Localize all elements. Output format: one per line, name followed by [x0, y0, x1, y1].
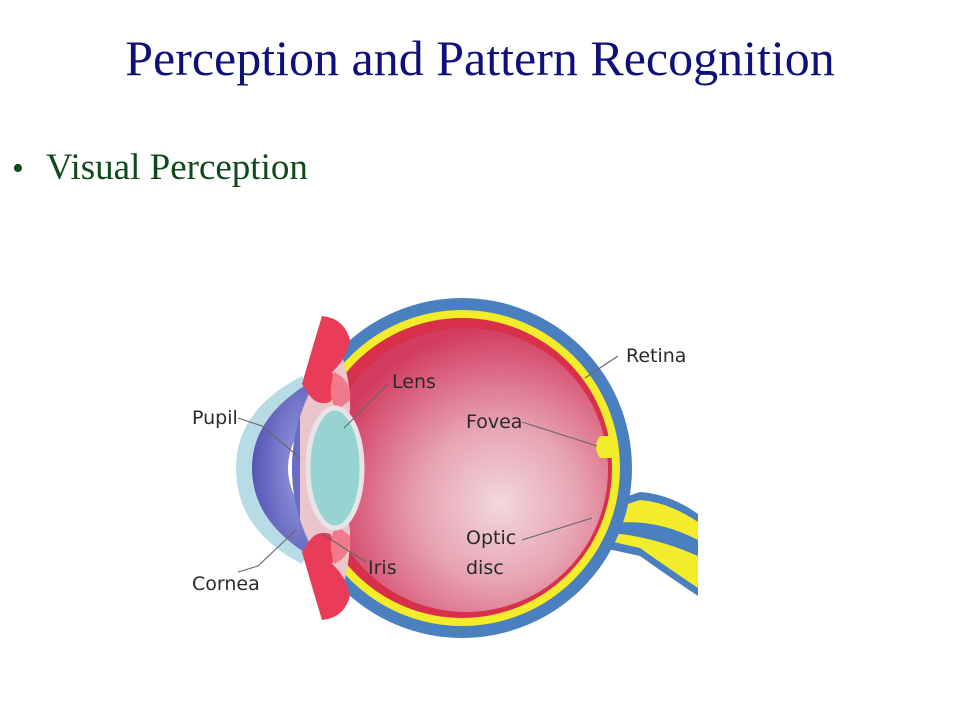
lens-leader: [343, 383, 389, 429]
bullet-dot-icon: •: [12, 150, 24, 187]
iris-bottom: [302, 532, 350, 620]
label-iris: Iris: [368, 557, 397, 579]
lens: [305, 405, 365, 531]
label-lens: Lens: [392, 371, 436, 393]
iris-top: [302, 316, 350, 404]
label-retina: Retina: [626, 345, 686, 367]
slide-title: Perception and Pattern Recognition: [125, 30, 835, 86]
label-disc: disc: [466, 557, 504, 579]
fovea-leader: [521, 421, 598, 447]
retina-leader: [584, 355, 619, 379]
cornea: [236, 376, 314, 564]
cornea-leader: [237, 529, 297, 573]
vitreous-body: [324, 328, 608, 612]
label-pupil: Pupil: [192, 407, 238, 429]
label-cornea: Cornea: [192, 573, 260, 595]
label-fovea: Fovea: [466, 411, 522, 433]
iris-leader: [321, 533, 367, 563]
bullet-item: • Visual Perception: [12, 146, 308, 190]
fovea-pit: [596, 436, 612, 458]
label-optic: Optic: [466, 527, 516, 549]
pupil-leader: [237, 417, 301, 459]
bullet-text: Visual Perception: [46, 147, 308, 188]
optic-disc-leader: [521, 517, 593, 541]
